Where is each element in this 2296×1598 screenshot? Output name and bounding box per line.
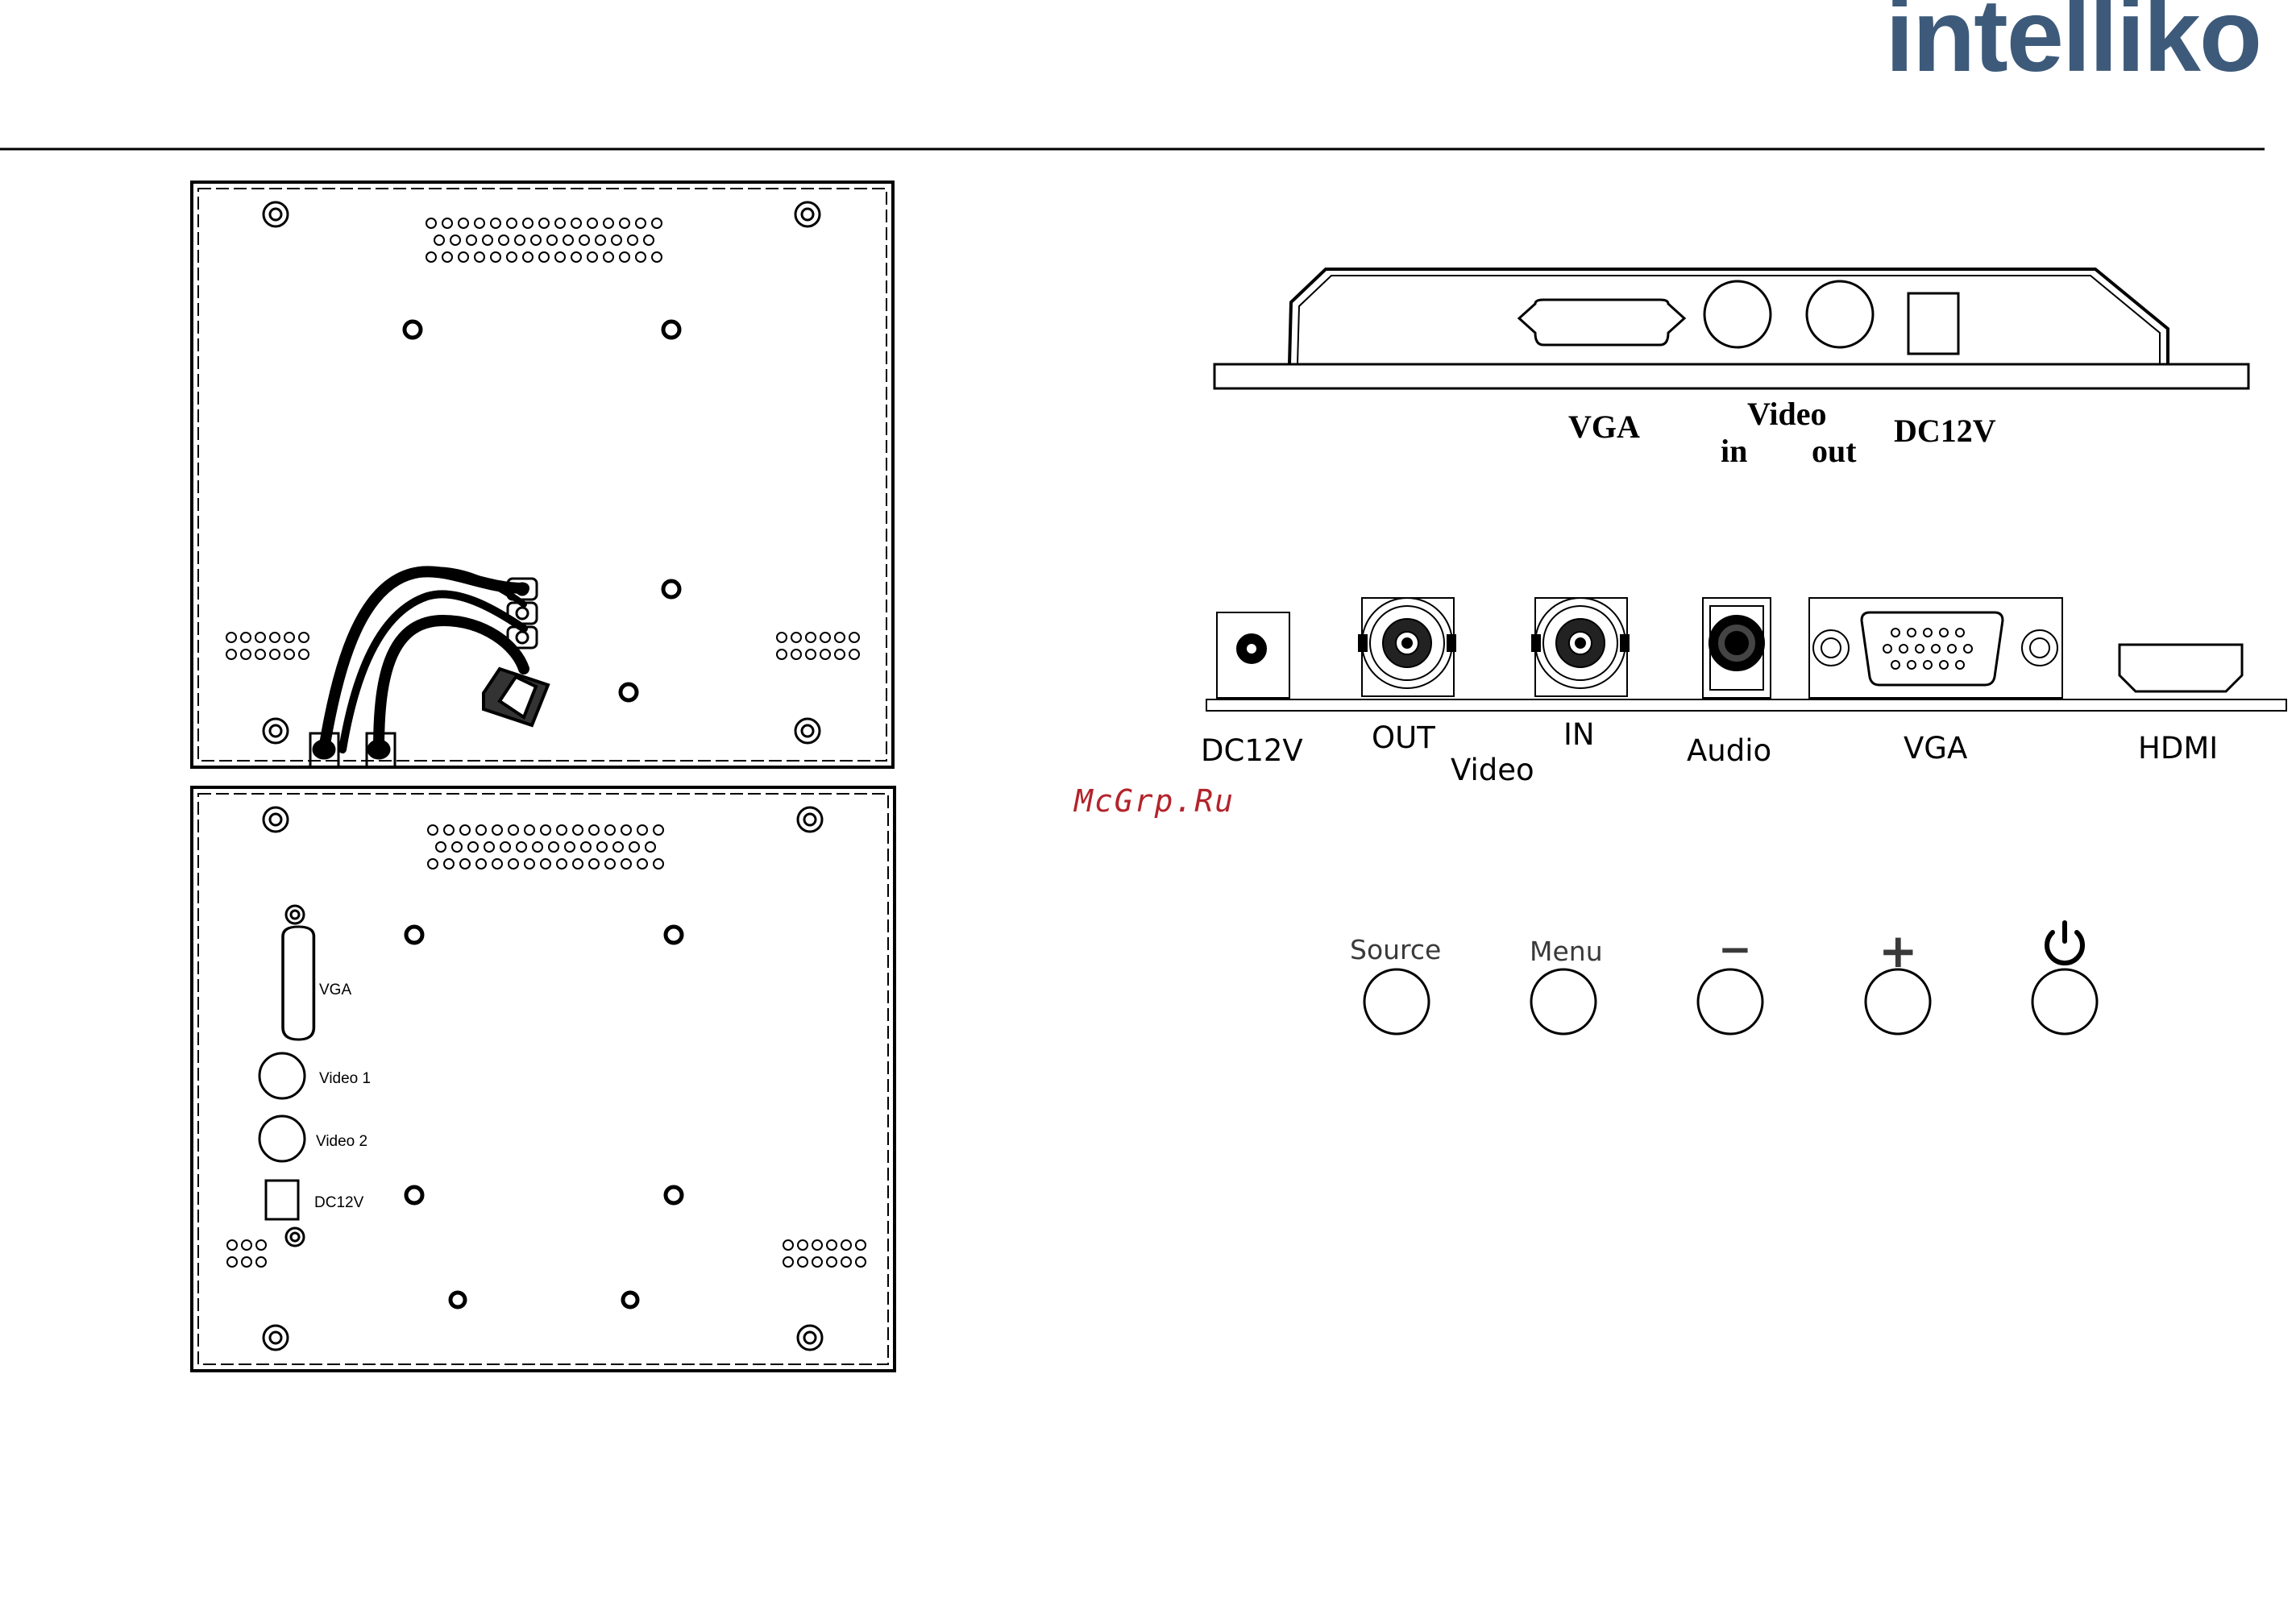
source-label: Source <box>1350 934 1441 965</box>
side-label-out: out <box>1812 433 1857 469</box>
watermark: McGrp.Ru <box>1073 783 1235 819</box>
side-connector-panel <box>1214 269 2248 388</box>
side-label-vga: VGA <box>1568 409 1640 445</box>
label-dc12v: DC12V <box>1201 733 1303 768</box>
panel-dashed-border <box>198 189 886 761</box>
dc12v-jack <box>1217 612 1289 698</box>
connector-strip <box>1206 598 2286 711</box>
plus-button[interactable] <box>1866 969 1930 1034</box>
side-label-dc12v: DC12V <box>1894 413 1996 449</box>
vent-grid-top <box>426 218 662 262</box>
source-button[interactable] <box>1364 969 1429 1034</box>
label-video2: Video 2 <box>316 1133 367 1150</box>
label-vga: VGA <box>319 982 351 998</box>
hdmi-port <box>2120 645 2242 691</box>
power-icon <box>2047 923 2082 963</box>
dc12v-connector <box>266 1181 298 1219</box>
video1-connector <box>259 1053 305 1098</box>
label-video1: Video 1 <box>319 1070 371 1087</box>
minus-button[interactable] <box>1698 969 1762 1034</box>
video2-connector <box>259 1116 305 1161</box>
label-hdmi: HDMI <box>2138 731 2218 766</box>
cable-bundle <box>324 570 524 749</box>
label-dc12v: DC12V <box>314 1194 364 1211</box>
vent-grid-left <box>226 633 309 659</box>
side-panel-housing-inner <box>1297 276 2160 364</box>
minus-label: − <box>1718 926 1752 973</box>
side-label-in: in <box>1721 433 1747 469</box>
side-panel-labels: VGA Video in out DC12V <box>1568 396 1996 469</box>
strip-base <box>1206 699 2286 711</box>
vent-grid-right <box>777 633 859 659</box>
logo-text: intelliko <box>1885 0 2261 93</box>
side-label-video: Video <box>1747 396 1827 432</box>
vga-port <box>1809 598 2062 698</box>
audio-jack <box>1703 598 1771 698</box>
mounting-holes <box>406 927 682 1307</box>
label-out: OUT <box>1372 720 1435 755</box>
label-video: Video <box>1451 753 1534 787</box>
rear-panel-labeled <box>192 787 895 1371</box>
menu-label: Menu <box>1530 936 1603 967</box>
panel-outline <box>192 182 893 767</box>
logo: intelliko <box>1885 0 2261 93</box>
side-video-out-port <box>1807 281 1873 347</box>
side-panel-base <box>1214 364 2248 388</box>
connector-strip-labels: DC12V OUT Video IN Audio VGA HDMI <box>1201 717 2218 787</box>
cable-grommets <box>313 740 390 759</box>
side-vga-port <box>1519 300 1684 345</box>
vent-grid-left <box>227 1240 266 1267</box>
label-vga: VGA <box>1904 731 1967 766</box>
mounting-holes <box>405 322 679 700</box>
plus-label: + <box>1879 924 1918 978</box>
bnc-in-jack <box>1532 598 1629 696</box>
vent-grid-top <box>428 825 663 869</box>
panel-outline <box>192 787 895 1371</box>
rear-panel-with-cables <box>192 182 893 767</box>
side-video-in-port <box>1704 281 1771 347</box>
label-in: IN <box>1563 717 1595 752</box>
bnc-out-jack <box>1359 598 1455 696</box>
control-buttons <box>1364 969 2097 1034</box>
control-button-labels: Source Menu − + <box>1350 924 1918 978</box>
side-dc12v-port <box>1908 293 1958 354</box>
power-button[interactable] <box>2032 969 2097 1034</box>
vga-plug <box>484 669 548 725</box>
menu-button[interactable] <box>1531 969 1596 1034</box>
vent-grid-right <box>783 1240 866 1267</box>
panel-dashed-border <box>198 794 888 1364</box>
rear-panel-labels: VGA Video 1 Video 2 DC12V <box>314 982 371 1211</box>
label-audio: Audio <box>1687 733 1771 768</box>
